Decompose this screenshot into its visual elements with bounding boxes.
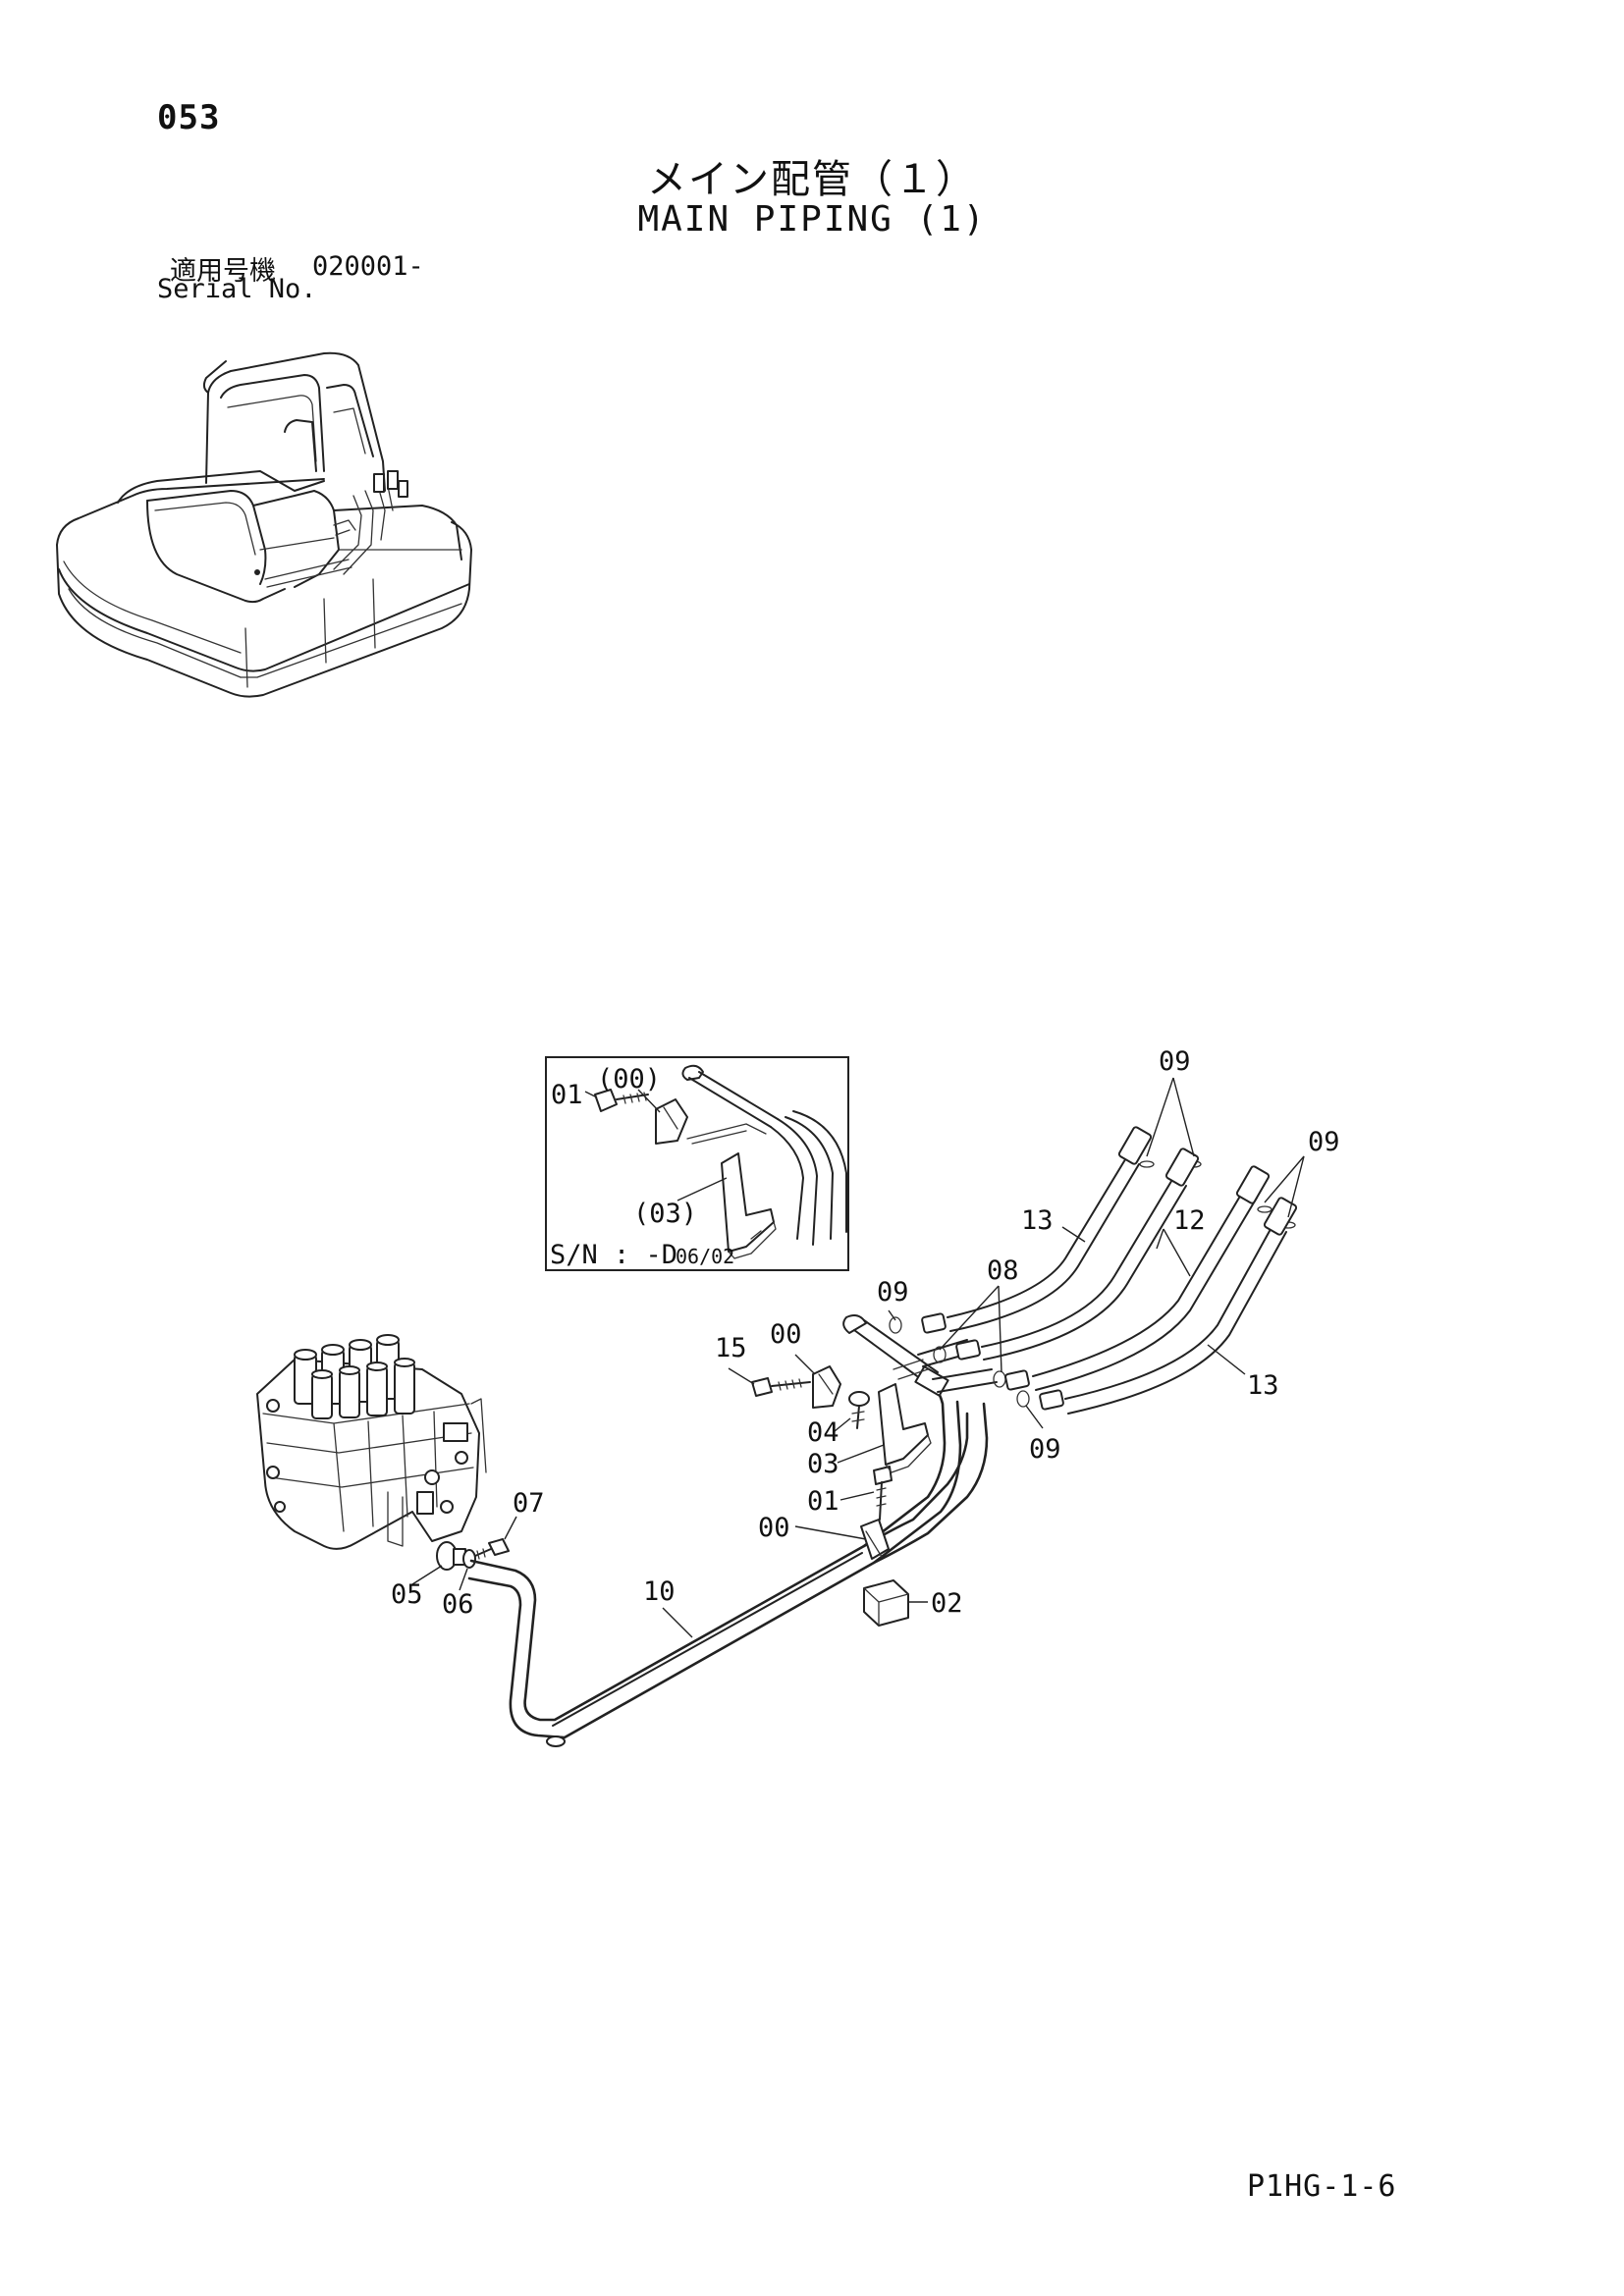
callout-06: 06	[442, 1589, 474, 1620]
callout-05: 05	[391, 1579, 423, 1610]
inset-serial-prefix: S/N : -D	[550, 1240, 677, 1270]
inset-serial-suffix: 06/02	[676, 1245, 734, 1268]
callout-12: 12	[1173, 1205, 1206, 1236]
serial-label-english: Serial No.	[157, 274, 317, 304]
page-title-english: MAIN PIPING (1)	[637, 199, 987, 240]
serial-label-japanese: 適用号機	[170, 256, 276, 287]
inset-detail-box: 01 (00) (03) S/N : -D 06/02	[545, 1056, 849, 1271]
fittings-and-orings	[889, 1160, 1296, 1411]
callout-09-lower: 09	[1029, 1434, 1061, 1465]
footer-code: P1HG-1-6	[1247, 2169, 1397, 2204]
control-valve-illustration	[256, 1334, 487, 1550]
callout-13-upper: 13	[1021, 1205, 1054, 1236]
callout-08: 08	[987, 1255, 1019, 1286]
callout-09-right: 09	[1308, 1127, 1340, 1157]
callout-04: 04	[807, 1417, 839, 1448]
page-number: 053	[157, 98, 221, 137]
inset-callout-03: (03)	[633, 1199, 697, 1229]
serial-number-value: 020001-	[312, 251, 424, 282]
callout-labels: 09 09 13 12 08 09 13 00 15 04 09 03 01 0…	[391, 1046, 1340, 1620]
page-title-japanese: メイン配管（１）	[647, 157, 977, 202]
callout-09-mid: 09	[877, 1277, 909, 1308]
inset-callout-00: (00)	[597, 1064, 661, 1095]
inset-callout-01: 01	[551, 1080, 583, 1110]
bracket-manifold	[751, 1314, 998, 1473]
callout-00-lower: 00	[758, 1513, 790, 1543]
callout-13-lower: 13	[1247, 1370, 1279, 1401]
callout-01: 01	[807, 1486, 839, 1517]
callout-03: 03	[807, 1449, 839, 1479]
flange-fitting-group	[411, 1516, 517, 1591]
callout-09-top: 09	[1159, 1046, 1191, 1077]
hoses-12-13	[947, 1126, 1298, 1415]
callout-leaders	[662, 1077, 1305, 1638]
callout-15: 15	[715, 1333, 747, 1363]
callout-07: 07	[513, 1488, 545, 1519]
callout-02: 02	[931, 1588, 963, 1619]
callout-10: 10	[643, 1576, 676, 1607]
excavator-overview-illustration	[56, 351, 472, 698]
main-pipe-10	[467, 1376, 989, 1747]
callout-00-upper: 00	[770, 1319, 802, 1350]
